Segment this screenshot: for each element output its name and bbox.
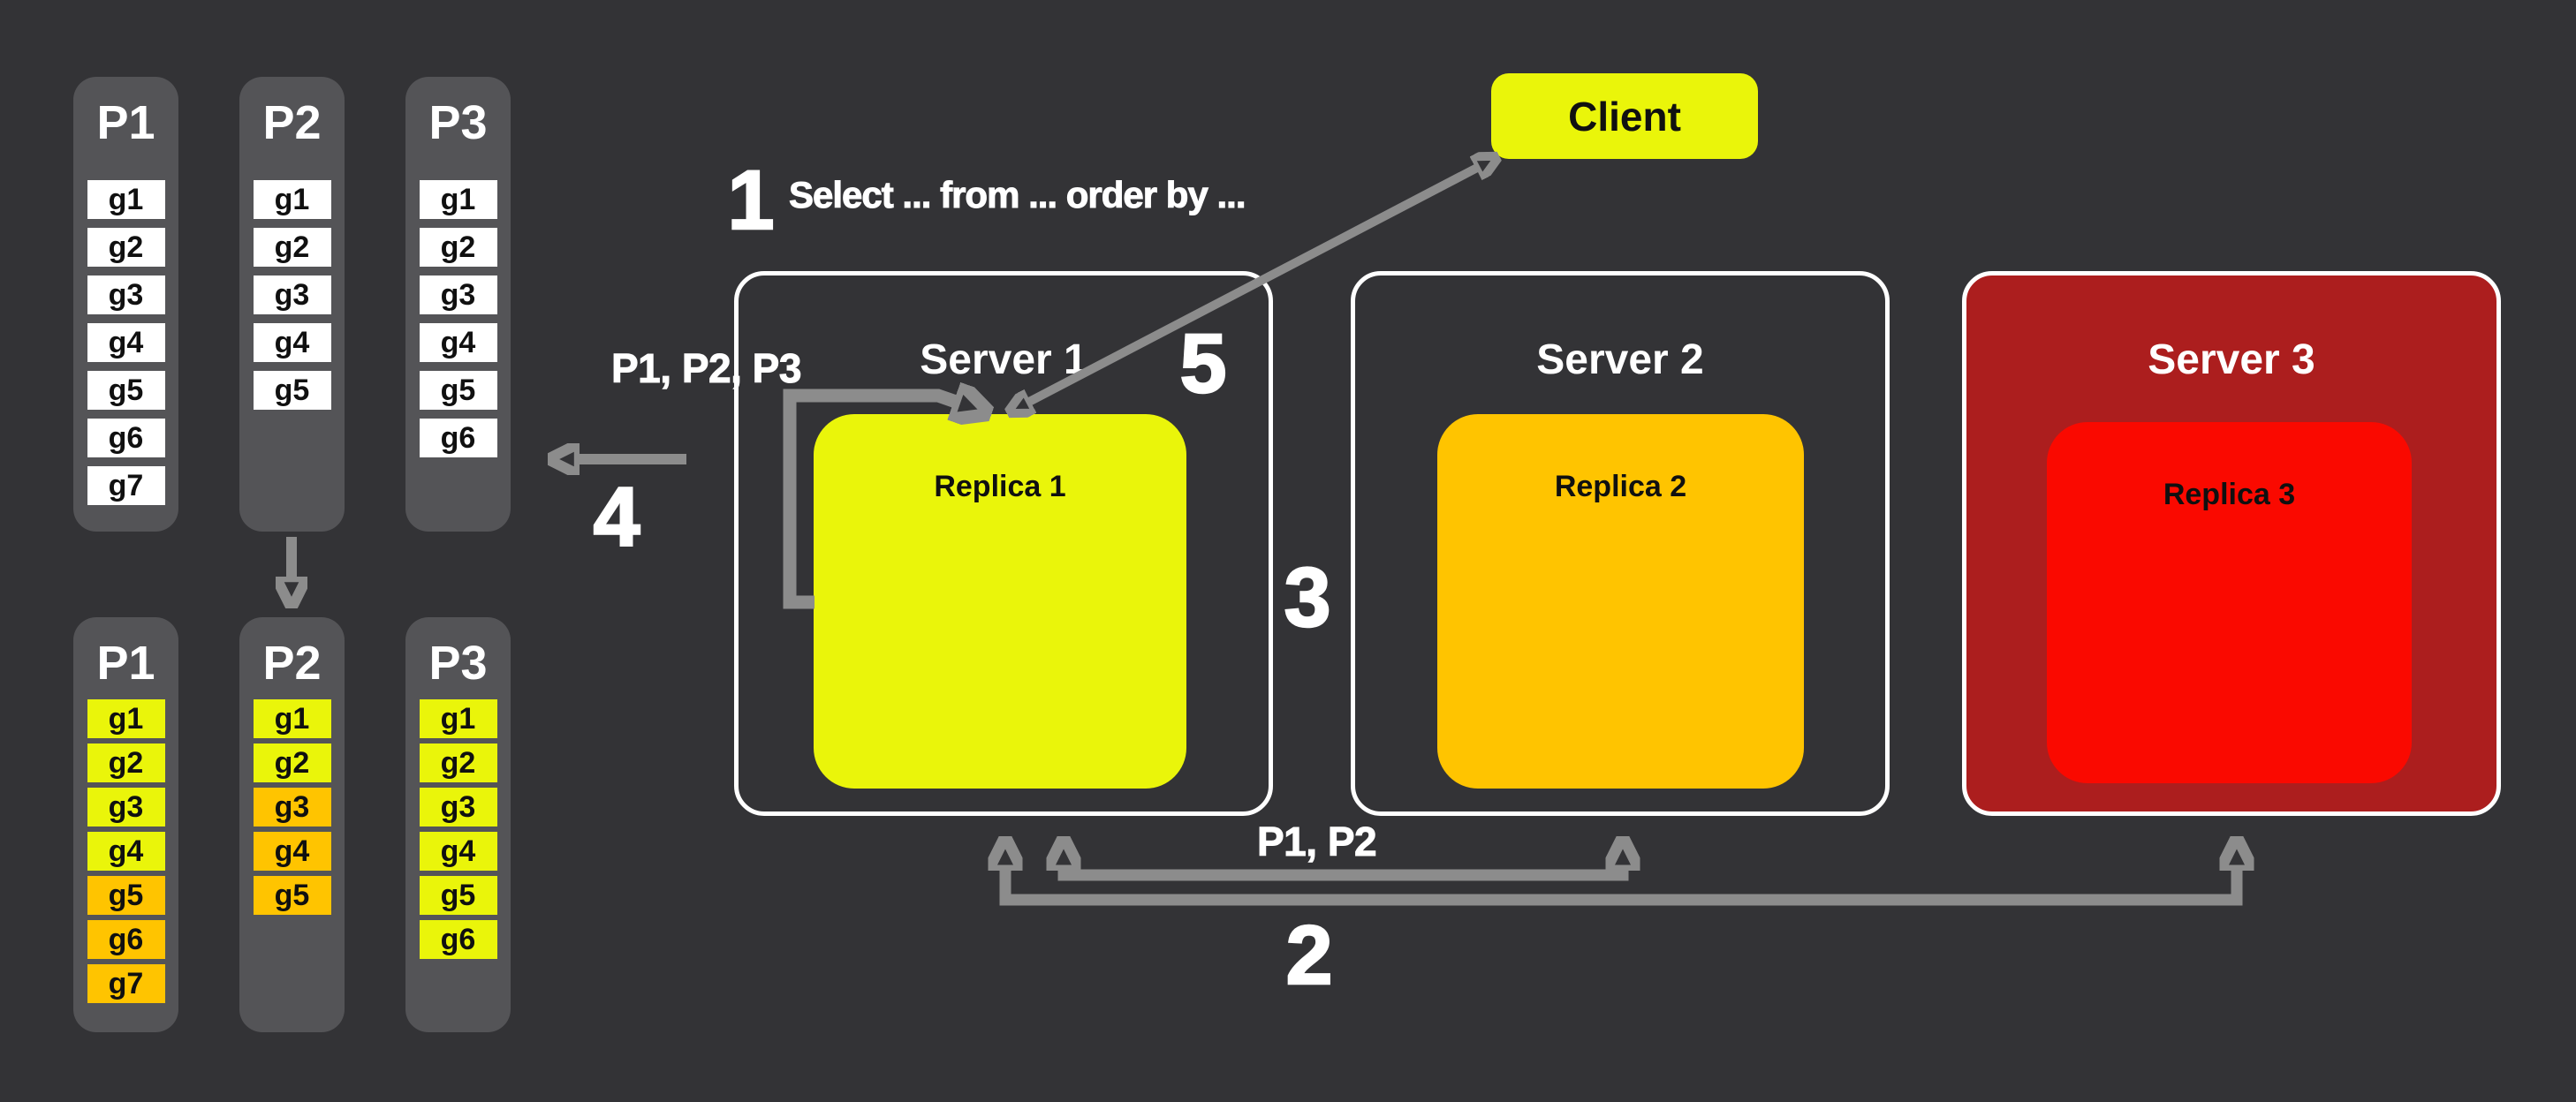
partition-cell-g2: g2 <box>87 228 165 267</box>
partition-title: P2 <box>262 637 322 690</box>
partition-cell-g5: g5 <box>419 371 497 410</box>
server-2-box: Server 2 <box>1351 271 1890 816</box>
partition-cell-g5: g5 <box>253 876 331 915</box>
gather-server2-arrow <box>1064 869 1623 881</box>
partition-cell-g4: g4 <box>253 323 331 362</box>
partition-cell-g4: g4 <box>87 323 165 362</box>
replica-1-label: Replica 1 <box>934 470 1066 503</box>
partition-cell-g5: g5 <box>419 876 497 915</box>
replica-1-box: Replica 1 <box>814 414 1186 789</box>
partition-sorted-p2: P2 g1 g2 g3 g4 g5 <box>239 617 345 1032</box>
step-2-number: 2 <box>1284 909 1333 1002</box>
partition-cell-g4: g4 <box>253 832 331 871</box>
partition-cell-g3: g3 <box>419 788 497 826</box>
partition-cell-g7: g7 <box>87 466 165 505</box>
client-box: Client <box>1491 73 1758 159</box>
partition-cell-g4: g4 <box>419 832 497 871</box>
partition-cell-g2: g2 <box>419 743 497 782</box>
step-5-number: 5 <box>1178 317 1227 411</box>
step-3-number: 3 <box>1283 551 1331 645</box>
partition-cell-g2: g2 <box>253 228 331 267</box>
partition-cell-g5: g5 <box>253 371 331 410</box>
partition-cell-g1: g1 <box>253 180 331 219</box>
partition-cell-g6: g6 <box>87 419 165 457</box>
partition-cell-g2: g2 <box>419 228 497 267</box>
partition-cell-g3: g3 <box>87 276 165 314</box>
partition-cell-g7: g7 <box>87 964 165 1003</box>
partition-cell-g1: g1 <box>253 699 331 738</box>
partition-cell-g1: g1 <box>87 180 165 219</box>
partition-unsorted-p2: P2 g1 g2 g3 g4 g5 <box>239 77 345 532</box>
partition-unsorted-p3: P3 g1 g2 g3 g4 g5 g6 <box>405 77 511 532</box>
partition-sorted-p1: P1 g1 g2 g3 g4 g5 g6 g7 <box>73 617 178 1032</box>
replica-3-label: Replica 3 <box>2163 478 2296 511</box>
partition-cell-g4: g4 <box>419 323 497 362</box>
server-3-title: Server 3 <box>2148 336 2315 383</box>
partition-cell-g5: g5 <box>87 371 165 410</box>
step-1-number: 1 <box>726 154 775 247</box>
partition-title: P2 <box>262 96 322 149</box>
partition-cell-g1: g1 <box>419 180 497 219</box>
partition-cell-g3: g3 <box>253 276 331 314</box>
partition-title: P3 <box>428 96 488 149</box>
partition-cell-g4: g4 <box>87 832 165 871</box>
gather-server3-arrow <box>1005 869 2237 906</box>
partition-cell-g6: g6 <box>87 920 165 959</box>
partition-cell-g5: g5 <box>87 876 165 915</box>
client-label: Client <box>1568 93 1681 140</box>
replica-2-label: Replica 2 <box>1554 470 1687 503</box>
partition-cell-g6: g6 <box>419 419 497 457</box>
replica-3-box: Replica 3 <box>2047 422 2412 783</box>
partition-cell-g1: g1 <box>419 699 497 738</box>
partition-cell-g3: g3 <box>419 276 497 314</box>
partition-sorted-p3: P3 g1 g2 g3 g4 g5 g6 <box>405 617 511 1032</box>
route-partitions-label: P1, P2, P3 <box>611 345 802 391</box>
partition-cell-g2: g2 <box>87 743 165 782</box>
partition-unsorted-p1: P1 g1 g2 g3 g4 g5 g6 g7 <box>73 77 178 532</box>
partition-cell-g3: g3 <box>87 788 165 826</box>
partition-cell-g2: g2 <box>253 743 331 782</box>
partition-cell-g6: g6 <box>419 920 497 959</box>
gather-partitions-label: P1, P2 <box>1256 819 1377 864</box>
replica-2-box: Replica 2 <box>1437 414 1804 789</box>
step-4-number: 4 <box>592 471 640 564</box>
partition-cell-g3: g3 <box>253 788 331 826</box>
partition-title: P1 <box>96 96 155 149</box>
server-2-title: Server 2 <box>1536 336 1704 383</box>
partition-title: P1 <box>96 637 155 690</box>
partition-cell-g1: g1 <box>87 699 165 738</box>
partition-title: P3 <box>428 637 488 690</box>
query-text: Select ... from ... order by ... <box>788 174 1246 216</box>
